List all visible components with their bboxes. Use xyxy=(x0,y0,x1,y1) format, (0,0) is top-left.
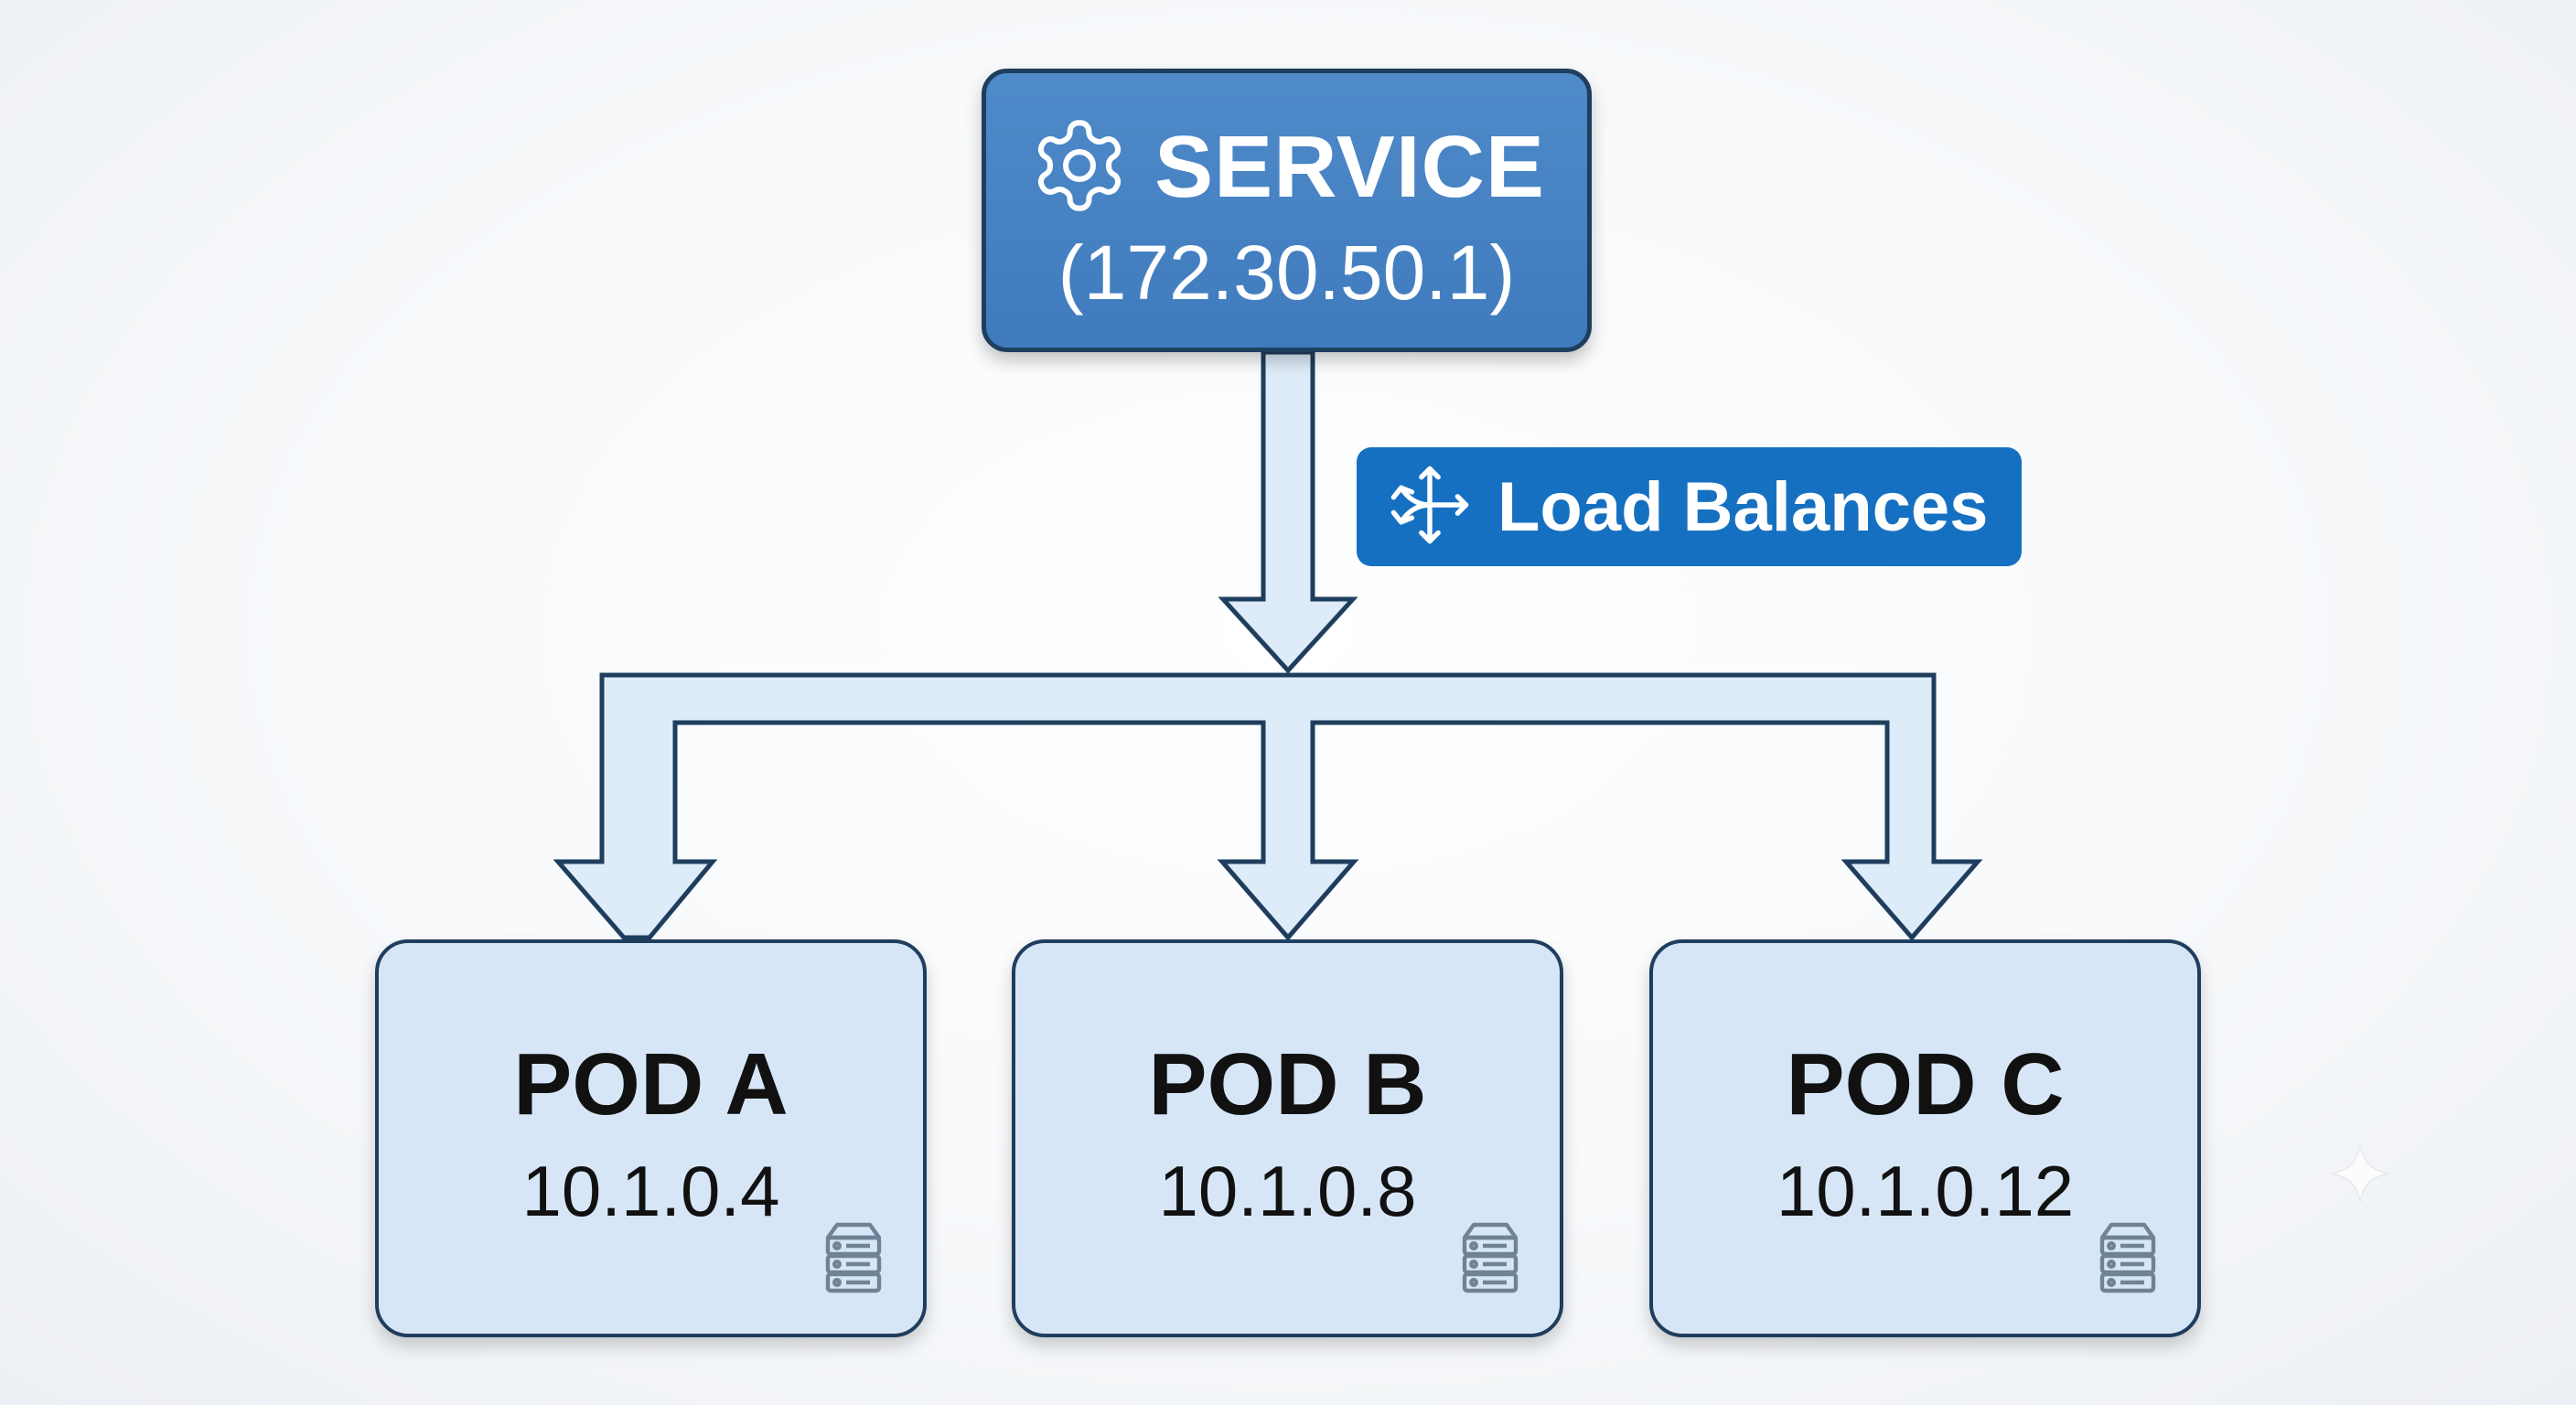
pod-name: POD B xyxy=(1148,1035,1427,1133)
connector-path xyxy=(553,349,1983,941)
pod-c-box: POD C 10.1.0.12 xyxy=(1649,939,2201,1337)
load-balances-badge: Load Balances xyxy=(1357,447,2022,566)
pod-ip: 10.1.0.8 xyxy=(1158,1151,1417,1231)
server-icon xyxy=(810,1216,897,1308)
pod-name: POD C xyxy=(1786,1035,2065,1133)
service-box: SERVICE (172.30.50.1) xyxy=(982,69,1592,352)
pod-name: POD A xyxy=(513,1035,789,1133)
pod-ip: 10.1.0.4 xyxy=(521,1151,780,1231)
pod-b-box: POD B 10.1.0.8 xyxy=(1012,939,1563,1337)
server-icon xyxy=(1446,1216,1534,1308)
load-balance-arrows-icon xyxy=(1384,459,1476,555)
server-icon xyxy=(2084,1216,2172,1308)
service-title: SERVICE xyxy=(1154,118,1545,216)
gear-icon xyxy=(1028,114,1131,221)
pod-ip: 10.1.0.12 xyxy=(1776,1151,2075,1231)
load-balances-label: Load Balances xyxy=(1497,467,1989,546)
pod-a-box: POD A 10.1.0.4 xyxy=(375,939,927,1337)
sparkle-icon xyxy=(2328,1142,2392,1210)
service-ip: (172.30.50.1) xyxy=(1057,230,1516,316)
